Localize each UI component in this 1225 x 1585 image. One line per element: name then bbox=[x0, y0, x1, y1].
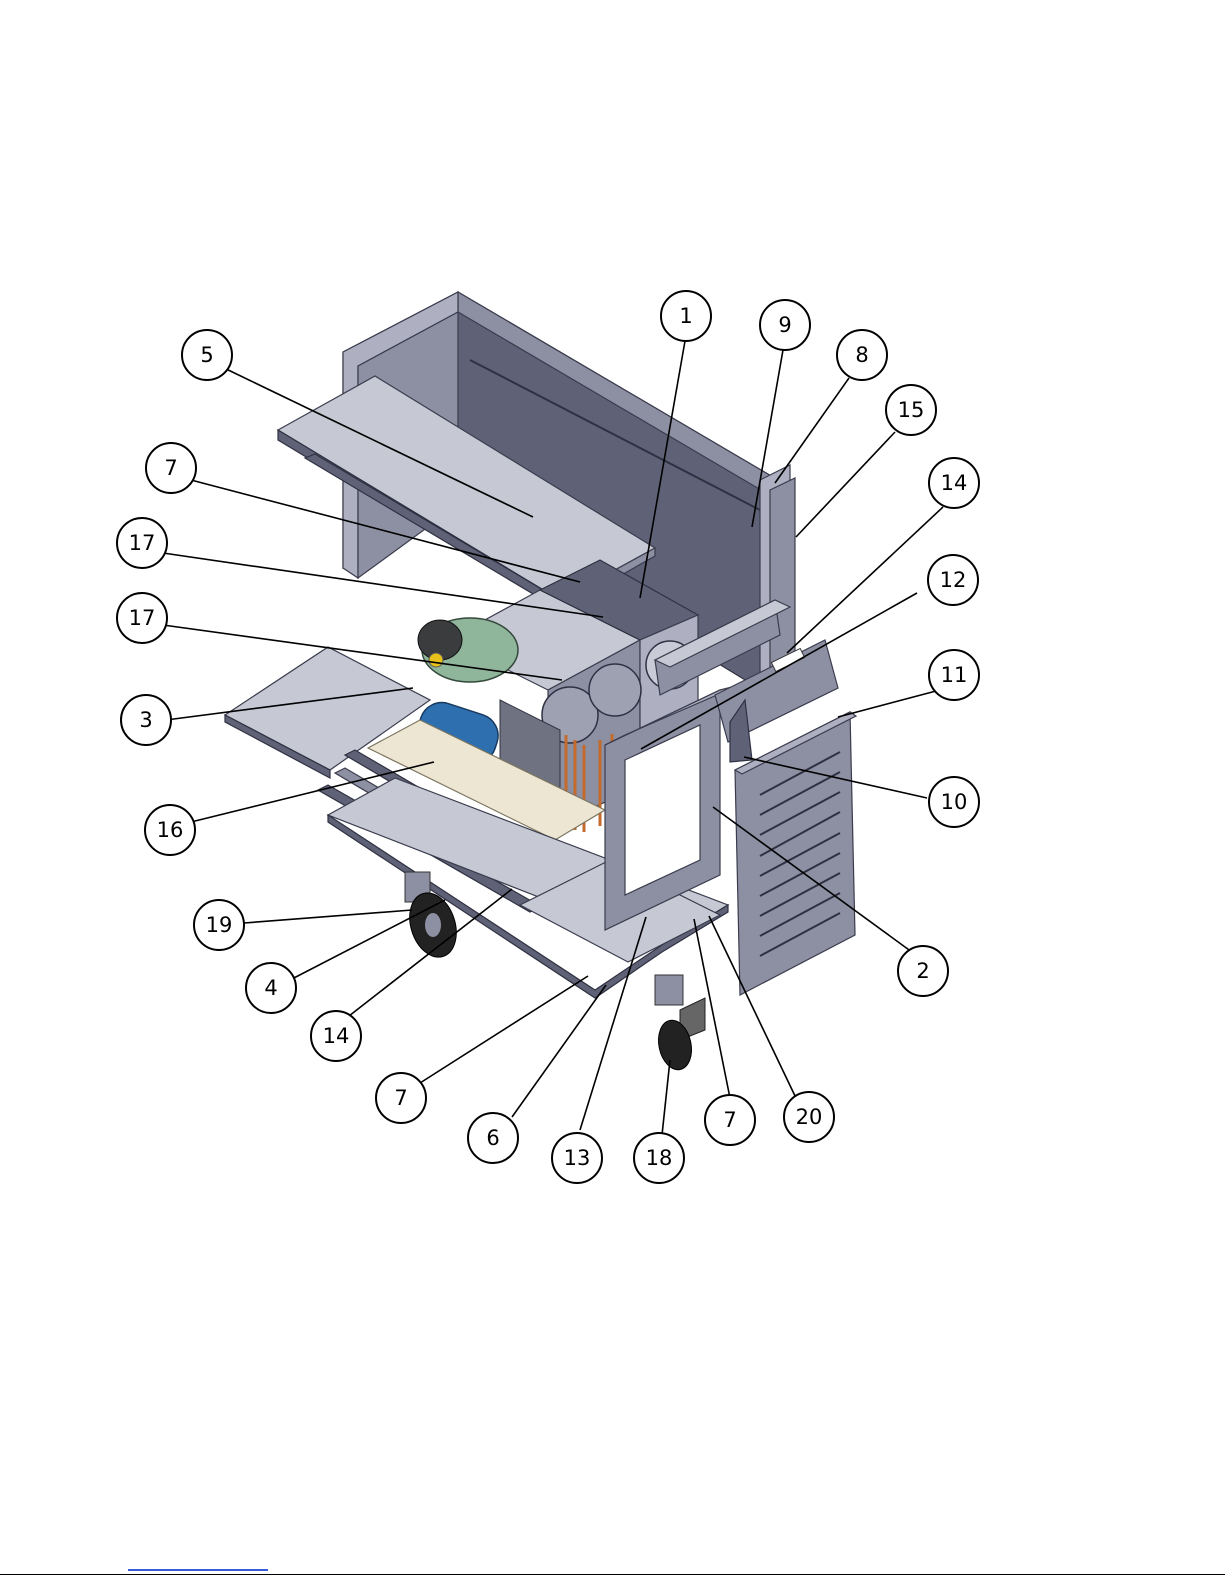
callout-label: 19 bbox=[206, 913, 233, 937]
callout-18: 18 bbox=[634, 1133, 684, 1183]
callout-label: 13 bbox=[564, 1146, 591, 1170]
callout-label: 8 bbox=[855, 343, 868, 367]
callout-label: 1 bbox=[679, 304, 692, 328]
callout-16: 16 bbox=[145, 805, 195, 855]
callout-label: 5 bbox=[200, 343, 213, 367]
callout-17: 17 bbox=[117, 593, 167, 643]
callout-label: 16 bbox=[157, 818, 184, 842]
callout-8: 8 bbox=[837, 330, 887, 380]
callout-7: 7 bbox=[376, 1073, 426, 1123]
callout-5: 5 bbox=[182, 330, 232, 380]
callout-6: 6 bbox=[468, 1113, 518, 1163]
footer-link-underline bbox=[128, 1569, 268, 1571]
callout-11: 11 bbox=[929, 650, 979, 700]
callout-label: 15 bbox=[898, 398, 925, 422]
callout-12: 12 bbox=[928, 555, 978, 605]
callout-2: 2 bbox=[898, 946, 948, 996]
callout-17: 17 bbox=[117, 518, 167, 568]
callout-1: 1 bbox=[661, 291, 711, 341]
callout-label: 14 bbox=[941, 471, 968, 495]
callout-13: 13 bbox=[552, 1133, 602, 1183]
callout-label: 11 bbox=[941, 663, 968, 687]
callout-10: 10 bbox=[929, 777, 979, 827]
callout-label: 7 bbox=[164, 456, 177, 480]
callout-label: 9 bbox=[778, 313, 791, 337]
callout-label: 17 bbox=[129, 606, 156, 630]
callout-19: 19 bbox=[194, 900, 244, 950]
callout-label: 6 bbox=[486, 1126, 499, 1150]
callout-label: 20 bbox=[796, 1105, 823, 1129]
callout-7: 7 bbox=[146, 443, 196, 493]
callout-label: 10 bbox=[941, 790, 968, 814]
callout-3: 3 bbox=[121, 695, 171, 745]
footer-rule bbox=[0, 1574, 1225, 1575]
callout-label: 3 bbox=[139, 708, 152, 732]
callout-label: 2 bbox=[916, 959, 929, 983]
louvered-side-panel bbox=[735, 712, 856, 995]
callout-14: 14 bbox=[311, 1011, 361, 1061]
callout-label: 18 bbox=[646, 1146, 673, 1170]
callout-14: 14 bbox=[929, 458, 979, 508]
callout-label: 14 bbox=[323, 1024, 350, 1048]
callout-4: 4 bbox=[246, 963, 296, 1013]
callout-9: 9 bbox=[760, 300, 810, 350]
callout-7: 7 bbox=[705, 1095, 755, 1145]
callout-20: 20 bbox=[784, 1092, 834, 1142]
callout-label: 12 bbox=[940, 568, 967, 592]
callout-15: 15 bbox=[886, 385, 936, 435]
callout-label: 4 bbox=[264, 976, 277, 1000]
callout-label: 7 bbox=[723, 1108, 736, 1132]
callout-label: 17 bbox=[129, 531, 156, 555]
callout-label: 7 bbox=[394, 1086, 407, 1110]
